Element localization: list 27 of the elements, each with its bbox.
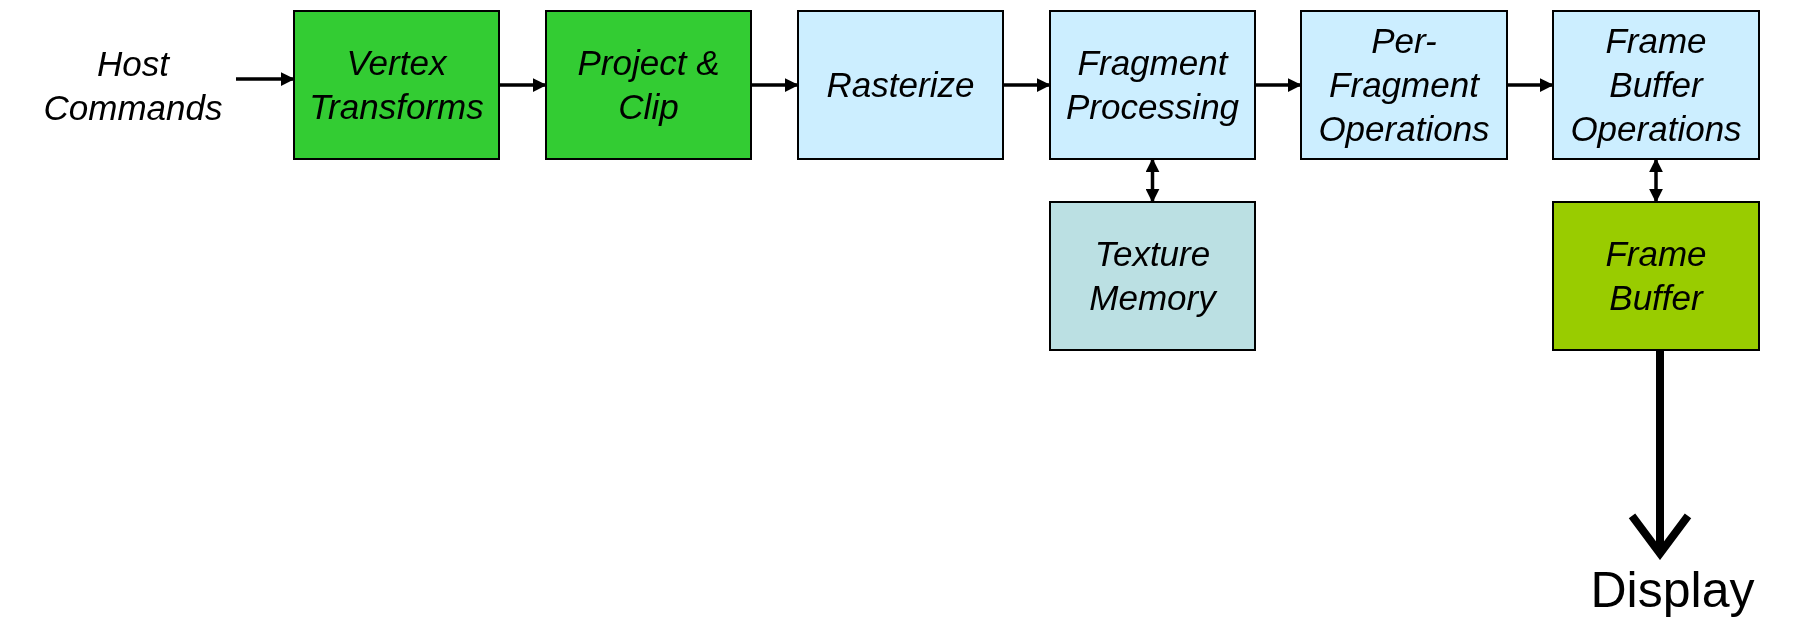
box-label: Frame Buffer bbox=[1604, 233, 1708, 319]
process-box bbox=[293, 10, 500, 160]
process-box bbox=[1049, 201, 1256, 351]
text-label: Display bbox=[1590, 560, 1755, 620]
box-label: Fragment Processing bbox=[1064, 42, 1241, 128]
process-box bbox=[1552, 201, 1760, 351]
arrow bbox=[1256, 78, 1302, 92]
arrow bbox=[500, 78, 547, 92]
process-box bbox=[797, 10, 1004, 160]
box-label: Texture Memory bbox=[1088, 233, 1219, 319]
arrow bbox=[1145, 158, 1160, 203]
process-box bbox=[1049, 10, 1256, 160]
arrow bbox=[1649, 158, 1663, 203]
box-label: Vertex Transforms bbox=[308, 42, 485, 128]
arrow bbox=[236, 72, 295, 86]
process-box bbox=[1300, 10, 1508, 160]
box-label: Project & Clip bbox=[576, 42, 721, 128]
arrow bbox=[1508, 78, 1554, 92]
box-label: Per-Fragment Operations bbox=[1317, 20, 1491, 150]
arrow bbox=[1004, 78, 1051, 92]
box-label: Frame Buffer Operations bbox=[1569, 20, 1743, 150]
process-box bbox=[1552, 10, 1760, 160]
arrow bbox=[752, 78, 799, 92]
box-label: Rasterize bbox=[826, 64, 975, 107]
text-label: Host Commands bbox=[42, 42, 224, 129]
process-box bbox=[545, 10, 752, 160]
arrow bbox=[1628, 351, 1692, 558]
